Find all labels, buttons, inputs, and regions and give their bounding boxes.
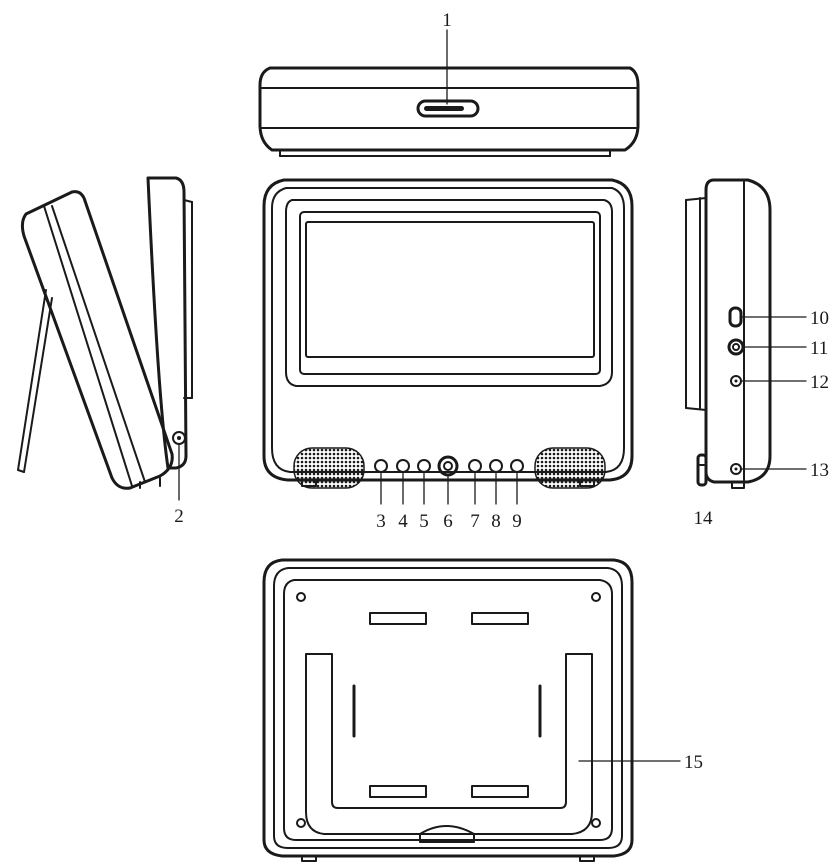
side-slider-10 [728,306,743,328]
callout-labels: 1 2 3 4 5 6 7 8 9 10 11 12 13 14 15 [174,10,829,773]
speaker-left [293,447,365,489]
mount-slots [352,612,542,798]
callout-5: 5 [419,511,429,532]
callout-15: 15 [684,752,703,773]
side-jack-13 [730,463,742,475]
callout-2: 2 [174,506,184,527]
speaker-right [534,447,606,489]
front-view [262,178,634,505]
callout-3: 3 [376,511,386,532]
callout-12: 12 [810,372,829,393]
front-leader-lines [380,471,518,505]
top-slot-switch [416,99,480,118]
side-jack-11 [727,338,745,356]
side-jack-12 [730,375,742,387]
side-port-2 [172,431,186,445]
mount-bracket [305,653,593,843]
side-switch-14 [696,453,708,487]
callout-10: 10 [810,308,829,329]
left-side-view [17,176,193,501]
callout-4: 4 [398,511,408,532]
callout-14: 14 [694,508,714,529]
back-view [262,558,681,862]
callout-13: 13 [810,460,829,481]
top-view [258,29,640,157]
callout-1: 1 [442,10,452,31]
callout-8: 8 [491,511,501,532]
right-side-view [685,178,807,489]
callout-6: 6 [443,511,453,532]
callout-11: 11 [810,338,828,359]
callout-9: 9 [512,511,522,532]
callout-7: 7 [470,511,480,532]
screw-holes [296,592,601,828]
